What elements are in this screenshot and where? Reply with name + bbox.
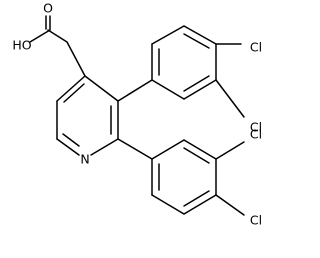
chlorine-upper-meta-label: Cl: [250, 120, 262, 135]
carbonyl-oxygen-label: O: [43, 1, 53, 16]
bond-ch2-ring: [66, 41, 86, 77]
upper-aryl-bond-6: [151, 79, 185, 100]
bond-lower-c-cl-para: [215, 194, 245, 216]
lower-aryl-bond-5: [151, 194, 185, 215]
lower-aryl-inner-bond-2: [183, 147, 210, 164]
bond-c-oh: [29, 29, 51, 43]
chlorine-lower-para-label: Cl: [250, 213, 262, 228]
bond-c2-lower-aryl: [117, 138, 153, 160]
upper-aryl-bond-5: [183, 79, 217, 100]
bond-carboxyl-ch2: [47, 29, 68, 43]
upper-aryl-inner-bond-5: [183, 75, 210, 92]
hydroxyl-label: HO: [12, 38, 31, 53]
lower-aryl-bond-1: [151, 139, 185, 160]
pyridine-bond-c4-c5: [56, 75, 86, 102]
lower-aryl-bond-2: [183, 139, 217, 160]
bond-upper-c-cl-meta: [215, 79, 245, 118]
bond-c3-upper-aryl: [117, 79, 153, 102]
lower-aryl-bond-4: [183, 194, 217, 215]
upper-aryl-inner-bond-3: [183, 33, 210, 49]
lower-aryl-inner-bond-4: [183, 190, 210, 207]
pyridine-bond-n-c2: [90, 138, 119, 156]
chemical-structure-diagram: HO O N Cl Cl Cl Cl: [12, 1, 262, 228]
pyridine-inner-bond-c6-n: [62, 133, 80, 147]
bond-layer: [29, 15, 245, 216]
pyridine-inner-bond-c4-c5: [63, 83, 85, 103]
pyridine-bond-c3-c4: [84, 75, 119, 102]
ring-nitrogen-label: N: [80, 152, 89, 167]
pyridine-bond-c6-n: [56, 138, 80, 156]
atom-label-layer: HO O N Cl Cl Cl Cl: [12, 1, 262, 228]
upper-aryl-bond-2: [151, 25, 185, 45]
chlorine-upper-para-label: Cl: [250, 40, 262, 55]
bond-lower-c-cl-meta: [215, 141, 245, 160]
upper-aryl-bond-3: [183, 25, 217, 45]
chlorine-lower-meta-label: Cl: [250, 127, 262, 142]
